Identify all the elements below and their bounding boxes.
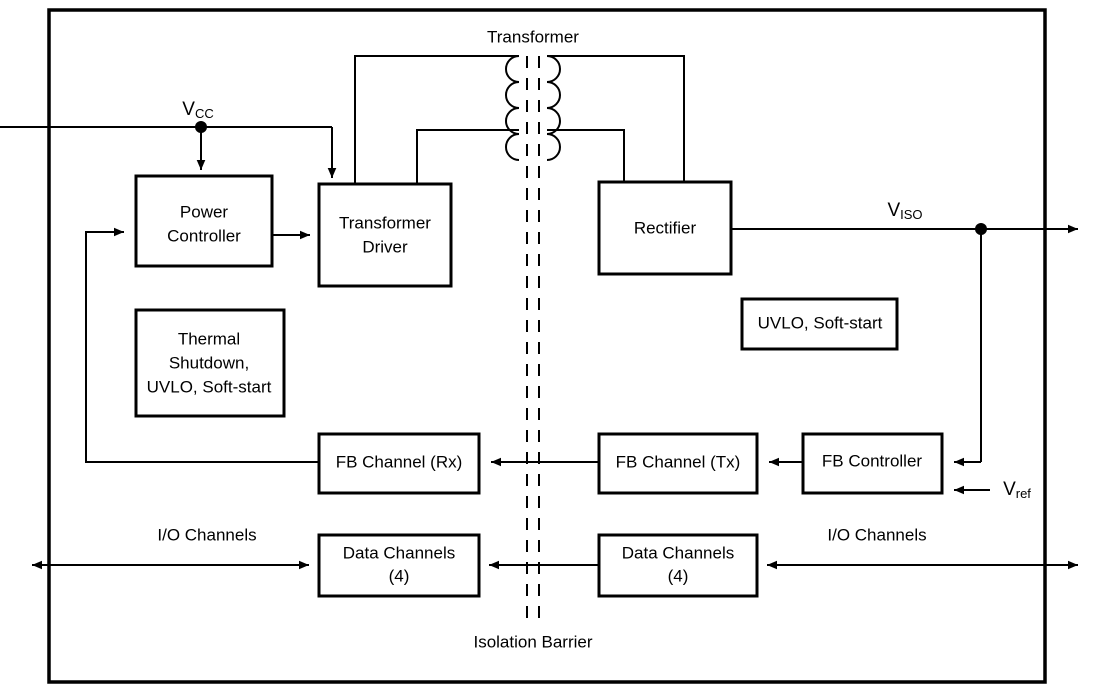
block-rectifier-label: Rectifier bbox=[634, 218, 697, 237]
transformer-primary-wires bbox=[354, 55, 519, 184]
block-uvlo-soft-start[interactable] bbox=[740, 297, 899, 351]
transformer-secondary-coil-icon bbox=[546, 55, 561, 161]
block-power-controller-label-line2: Controller bbox=[167, 226, 241, 245]
block-fb-controller-label: FB Controller bbox=[822, 451, 922, 470]
block-power-controller[interactable] bbox=[134, 174, 274, 268]
isolation-barrier-lines bbox=[526, 56, 540, 620]
transformer-primary-coil-icon bbox=[505, 55, 520, 161]
block-power-controller-label-line1: Power bbox=[180, 202, 229, 221]
block-transformer-driver[interactable] bbox=[317, 182, 453, 288]
transformer-label: Transformer bbox=[487, 27, 579, 46]
isolation-barrier-label: Isolation Barrier bbox=[473, 632, 592, 651]
block-thermal-shutdown[interactable] bbox=[134, 308, 286, 418]
io-channels-right-label: I/O Channels bbox=[827, 525, 926, 544]
viso-junction-dot bbox=[975, 223, 987, 235]
block-data-channels-left[interactable] bbox=[317, 533, 481, 598]
block-transformer-driver-label-line2: Driver bbox=[362, 237, 408, 256]
block-transformer-driver-label-line1: Transformer bbox=[339, 213, 431, 232]
block-thermal-shutdown-label-line2: Shutdown, bbox=[169, 353, 249, 372]
vcc-rail-wire bbox=[0, 121, 337, 178]
viso-label: VISO bbox=[887, 200, 922, 222]
block-fb-channel-rx-label: FB Channel (Rx) bbox=[336, 452, 463, 471]
transformer-secondary-wires bbox=[547, 55, 685, 182]
block-data-channels-right-label-line2: (4) bbox=[668, 566, 689, 585]
wire-fbrx-to-powerctrl bbox=[85, 227, 319, 463]
io-channels-left-label: I/O Channels bbox=[157, 525, 256, 544]
block-fb-channel-tx[interactable] bbox=[597, 432, 759, 495]
vcc-label: VCC bbox=[182, 99, 213, 121]
package-outline bbox=[47, 8, 1047, 684]
block-data-channels-left-label-line2: (4) bbox=[389, 566, 410, 585]
block-rectifier[interactable] bbox=[597, 180, 733, 276]
block-fb-controller[interactable] bbox=[801, 432, 944, 495]
block-thermal-shutdown-label-line1: Thermal bbox=[178, 329, 240, 348]
block-uvlo-soft-start-label: UVLO, Soft-start bbox=[758, 313, 883, 332]
viso-rail-wire bbox=[731, 223, 1078, 462]
block-data-channels-right-label-line1: Data Channels bbox=[622, 543, 734, 562]
block-thermal-shutdown-label-line3: UVLO, Soft-start bbox=[147, 377, 272, 396]
block-data-channels-right[interactable] bbox=[597, 533, 759, 598]
block-fb-channel-tx-label: FB Channel (Tx) bbox=[616, 452, 741, 471]
vcc-junction-dot bbox=[195, 121, 207, 133]
block-data-channels-left-label-line1: Data Channels bbox=[343, 543, 455, 562]
block-fb-channel-rx[interactable] bbox=[317, 432, 481, 495]
vref-label: Vref bbox=[1003, 479, 1031, 501]
